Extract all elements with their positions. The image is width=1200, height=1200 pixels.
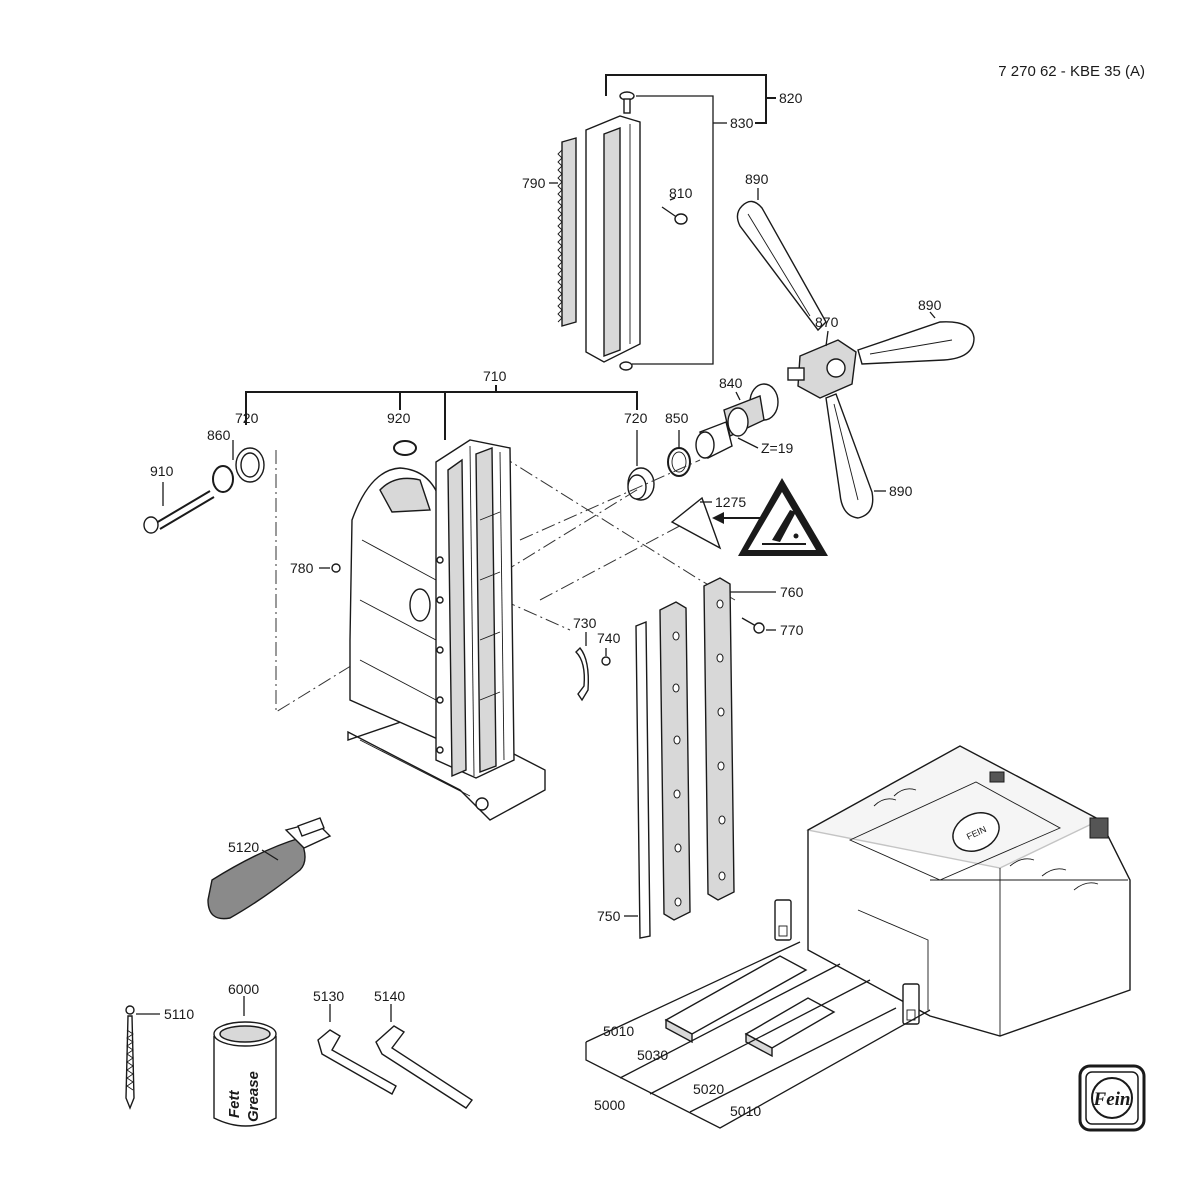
label-830: 830 [730, 115, 754, 131]
drawing-reference: 7 270 62 - KBE 35 (A) [998, 63, 1145, 80]
label-910: 910 [150, 463, 174, 479]
label-820: 820 [779, 90, 803, 106]
label-860: 860 [207, 427, 231, 443]
label-gear-teeth: Z=19 [761, 440, 794, 456]
spring-clip: 730 740 [573, 615, 621, 702]
label-770: 770 [780, 622, 804, 638]
tie-down-strap: 5120 [207, 817, 332, 920]
fein-logo-text: Fein [1093, 1089, 1131, 1110]
label-790: 790 [522, 175, 546, 191]
label-730: 730 [573, 615, 597, 631]
label-5010-top: 5010 [603, 1023, 634, 1039]
guide-rails: 750 760 770 [597, 577, 804, 939]
label-740: 740 [597, 630, 621, 646]
label-5120: 5120 [228, 839, 259, 855]
label-1275: 1275 [715, 494, 746, 510]
carry-case: FEIN 5010 5030 5000 5020 5010 [585, 745, 1131, 1129]
label-840: 840 [719, 375, 743, 391]
label-720-left: 720 [235, 410, 259, 426]
label-5020: 5020 [693, 1081, 724, 1097]
callout-710: 710 720 920 720 [235, 368, 648, 440]
label-5030: 5030 [637, 1047, 668, 1063]
warning-label-1275: 1275 [670, 478, 828, 556]
label-780: 780 [290, 560, 314, 576]
label-870: 870 [815, 314, 839, 330]
label-890-top: 890 [745, 171, 769, 187]
label-810: 810 [669, 185, 693, 201]
label-710: 710 [483, 368, 507, 384]
label-890-right: 890 [918, 297, 942, 313]
grease-can-label-grease: Grease [245, 1071, 262, 1122]
slide-assembly: 820 830 790 810 [522, 74, 803, 371]
label-920: 920 [387, 410, 411, 426]
accessories: 5110 6000 Fett Grease 5130 5140 [125, 981, 474, 1127]
label-850: 850 [665, 410, 689, 426]
left-hardware: 860 910 [143, 427, 265, 534]
fein-logo: Fein [1078, 1064, 1146, 1132]
label-890-bottom: 890 [889, 483, 913, 499]
label-5140: 5140 [374, 988, 405, 1004]
drill-stand-frame: 780 [275, 439, 736, 821]
label-5130: 5130 [313, 988, 344, 1004]
label-6000: 6000 [228, 981, 259, 997]
label-5000: 5000 [594, 1097, 625, 1113]
label-5010-bottom: 5010 [730, 1103, 761, 1119]
case-logo: FEIN [952, 812, 1000, 852]
handle-assembly: 890 890 890 870 840 Z=19 [695, 171, 975, 519]
label-5110: 5110 [164, 1006, 194, 1022]
label-750: 750 [597, 908, 621, 924]
label-760: 760 [780, 584, 804, 600]
label-720-right: 720 [624, 410, 648, 426]
grease-can-label-fett: Fett [226, 1090, 243, 1119]
